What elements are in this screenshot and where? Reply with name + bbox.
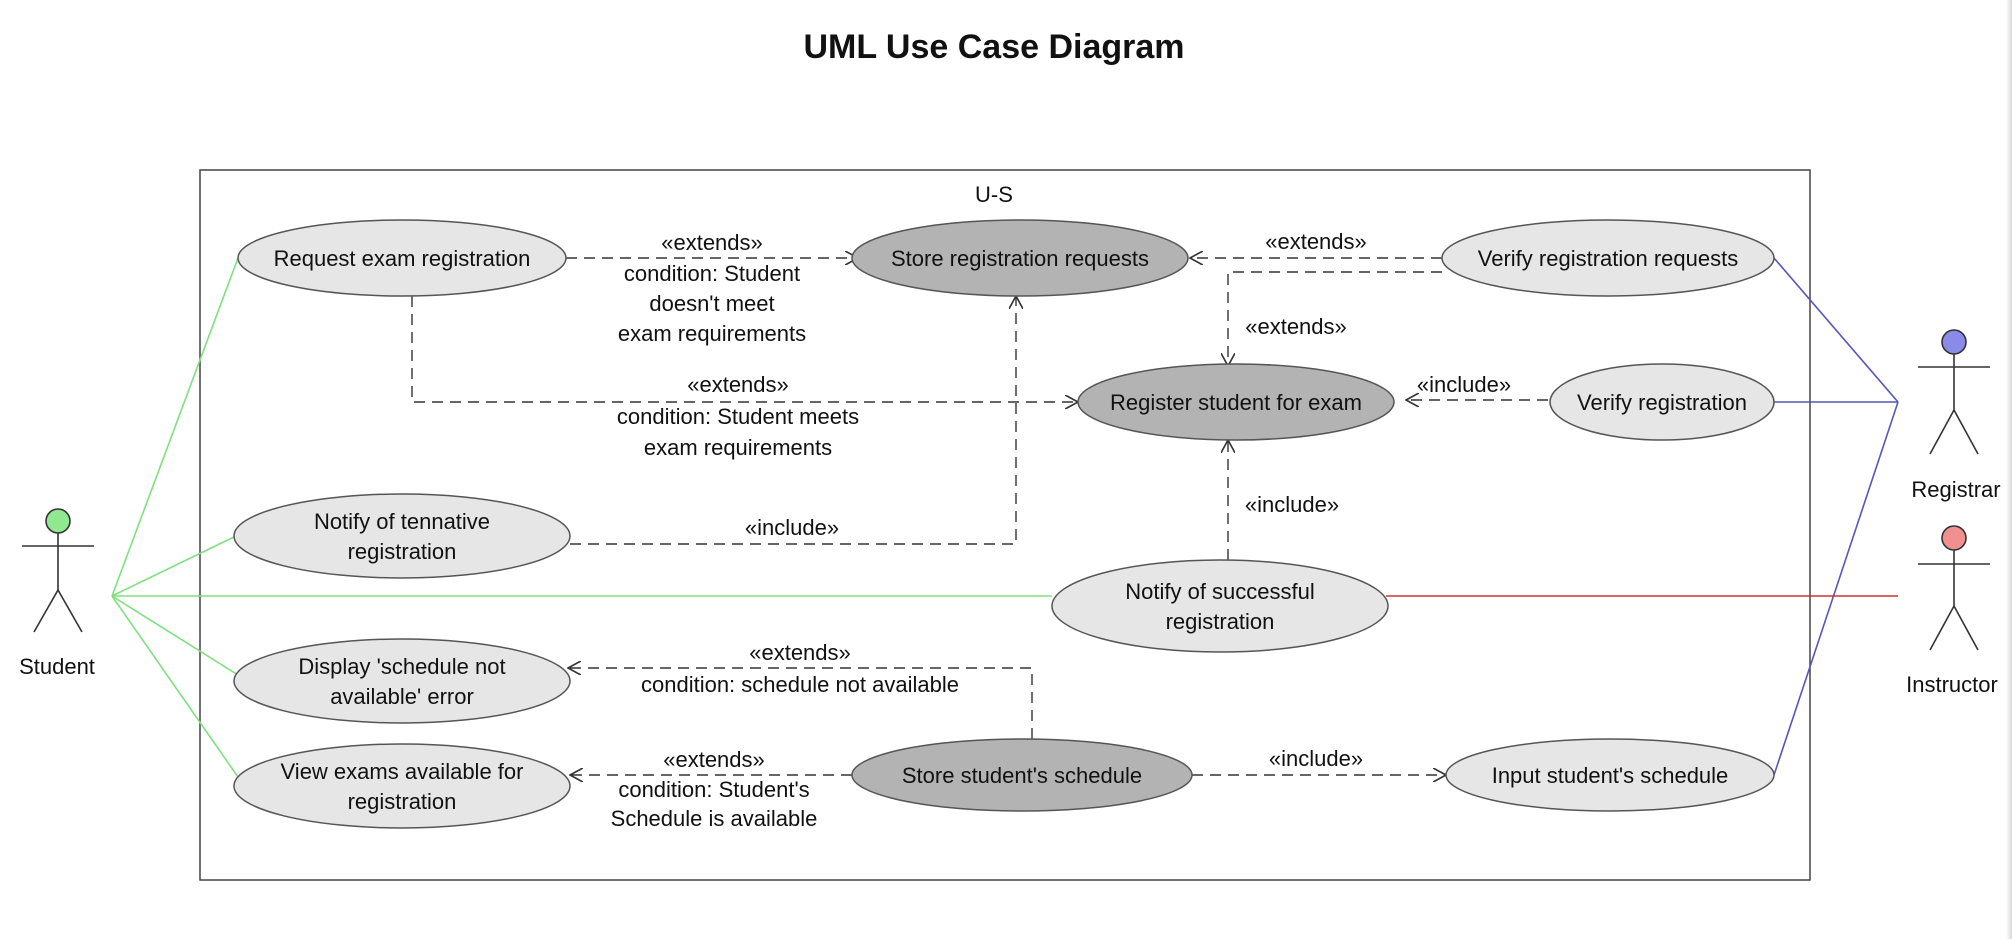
student-right-leg <box>57 589 83 633</box>
use-case-ellipse <box>1549 363 1775 441</box>
arrow-notify-tentative-to-store <box>570 296 1016 545</box>
registrar-left-leg <box>1929 409 1955 455</box>
use-case-verify-registration[interactable]: Verify registration <box>1549 363 1775 441</box>
instructor-right-leg <box>1953 605 1979 651</box>
use-case-ellipse <box>237 219 567 297</box>
relationship-label-verify-registration-include: «include» <box>1417 372 1511 397</box>
actor-associations <box>111 257 1899 778</box>
student-link-request <box>111 257 239 597</box>
dependency-arrows <box>411 258 1548 775</box>
relationship-label-notify-success-include: «include» <box>1245 492 1339 517</box>
use-case-store-students-schedule[interactable]: Store student's schedule <box>851 738 1193 812</box>
relationship-label-verify-store: «extends» <box>1265 229 1367 254</box>
arrow-store-schedule-to-display-error <box>568 668 1033 775</box>
use-case-verify-registration-requests[interactable]: Verify registration requests <box>1441 219 1775 297</box>
use-case-register-student-for-exam[interactable]: Register student for exam <box>1077 363 1395 441</box>
actor-label-instructor: Instructor <box>1906 672 1998 697</box>
use-case-request-exam-registration[interactable]: Request exam registration <box>237 219 567 297</box>
use-case-ellipse <box>851 738 1193 812</box>
use-case-label: Store registration requests <box>891 246 1149 271</box>
actor-instructor[interactable] <box>1918 525 1990 651</box>
window-edge <box>2006 0 2012 939</box>
arrow-request-to-register <box>411 296 1078 402</box>
relationship-label-notify-tentative-include: «include» <box>745 515 839 540</box>
diagram-title: UML Use Case Diagram <box>803 28 1184 66</box>
arrow-verify-requests-to-register <box>1228 271 1442 366</box>
student-link-view-exams <box>111 595 239 778</box>
use-case-label: Store student's schedule <box>902 763 1142 788</box>
actor-registrar[interactable] <box>1918 329 1990 455</box>
use-case-label: Input student's schedule <box>1492 763 1729 788</box>
use-case-ellipse <box>1077 363 1395 441</box>
use-case-store-registration-requests[interactable]: Store registration requests <box>851 219 1189 297</box>
use-case-label: Register student for exam <box>1110 390 1362 415</box>
student-head-icon <box>45 508 71 534</box>
use-case-label: Verify registration <box>1577 390 1747 415</box>
relationship-label-verify-register: «extends» <box>1245 314 1347 339</box>
system-name: U-S <box>975 182 1013 207</box>
relationship-label-display-error-extends: «extends»condition: schedule not availab… <box>641 640 959 697</box>
use-case-ellipse <box>233 743 571 829</box>
student-left-leg <box>33 589 59 633</box>
registrar-link-input-schedule <box>1773 401 1899 776</box>
use-case-input-students-schedule[interactable]: Input student's schedule <box>1445 738 1775 812</box>
registrar-right-leg <box>1953 409 1979 455</box>
use-case-ellipse <box>1445 738 1775 812</box>
use-case-label: Verify registration requests <box>1478 246 1738 271</box>
use-case-ellipse <box>233 493 571 579</box>
student-link-notify-tentative <box>111 534 239 597</box>
use-case-ellipse <box>233 638 571 724</box>
actor-student[interactable] <box>22 508 94 633</box>
use-case-ellipse <box>1441 219 1775 297</box>
instructor-head-icon <box>1941 525 1967 551</box>
registrar-link-verify-requests <box>1773 257 1899 403</box>
relationship-label-input-schedule-include: «include» <box>1269 746 1363 771</box>
use-case-ellipse <box>851 219 1189 297</box>
actor-label-student: Student <box>19 654 95 679</box>
registrar-head-icon <box>1941 329 1967 355</box>
actor-label-registrar: Registrar <box>1911 477 2000 502</box>
use-case-label: Request exam registration <box>274 246 531 271</box>
student-link-display-error <box>111 595 239 676</box>
use-case-ellipse <box>1051 559 1389 653</box>
instructor-left-leg <box>1929 605 1955 651</box>
use-cases: Request exam registration Store registra… <box>233 219 1775 829</box>
